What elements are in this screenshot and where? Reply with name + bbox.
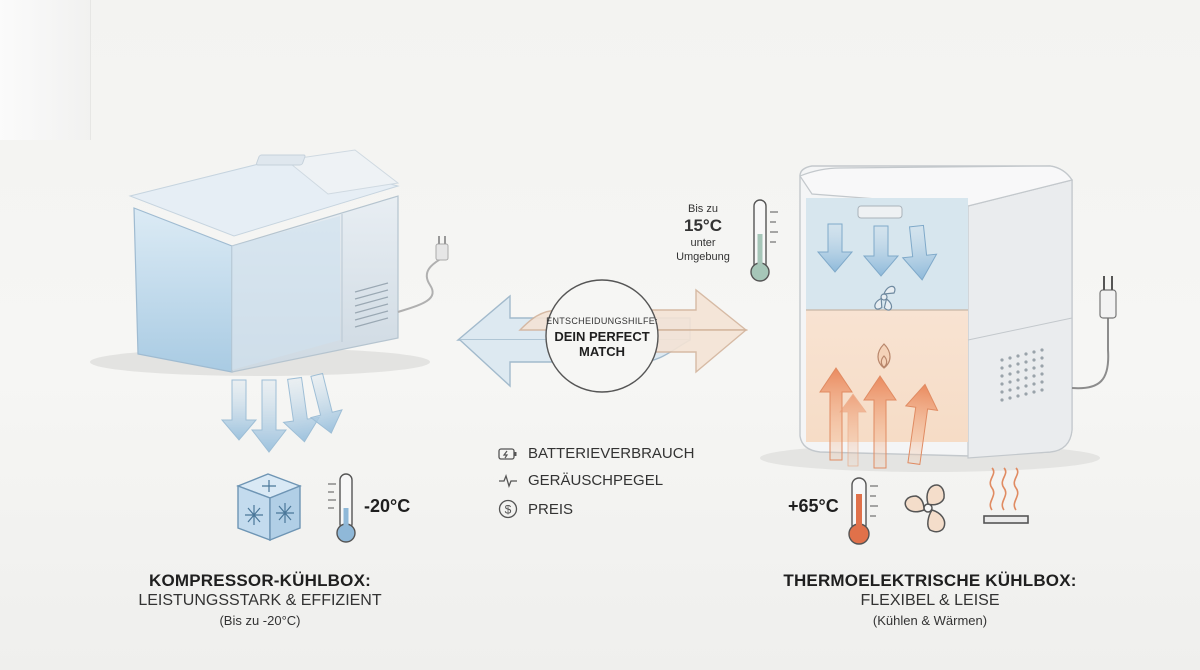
compressor-coolbox: [128, 149, 449, 373]
window-light: [0, 0, 91, 140]
warm-up-arrows: [819, 367, 939, 469]
left-temperature: -20°C: [364, 496, 411, 516]
center-label-small: ENTSCHEIDUNGSHILFE:: [546, 316, 658, 326]
right-note: (Kühlen & Wärmen): [872, 613, 988, 628]
cooling-capacity-note: Bis zu 15°C unter Umgebung: [668, 202, 738, 264]
legend-item-price: $ PREIS: [498, 499, 573, 519]
legend-label-price: PREIS: [528, 500, 574, 518]
left-subtitle: LEISTUNGSSTARK & EFFIZIENT: [138, 592, 382, 609]
sound-wave-icon: [499, 473, 517, 488]
legend-label-noise: GERÄUSCHPEGEL: [528, 472, 664, 489]
fan-icon: [874, 285, 896, 311]
legend-item-noise: GERÄUSCHPEGEL: [498, 472, 663, 489]
left-title: KOMPRESSOR-KÜHLBOX:: [149, 571, 371, 590]
center-label-big: DEIN PERFECT MATCH: [554, 329, 650, 359]
legend-label-battery: BATTERIEVERBRAUCH: [528, 445, 695, 462]
cooling-prefix: Bis zu: [688, 203, 718, 215]
legend-item-battery: BATTERIEVERBRAUCH: [498, 445, 694, 462]
ice-cube-icon: [236, 473, 302, 542]
right-temperature: +65°C: [788, 496, 839, 516]
thermoelectric-coolbox: [799, 165, 1117, 459]
thermometer-hot-icon: [848, 477, 878, 545]
thermometer-cold-icon: [328, 473, 356, 543]
center-circle: [545, 279, 659, 393]
battery-icon: [498, 447, 517, 460]
left-note: (Bis zu -20°C): [219, 613, 301, 628]
right-subtitle: FLEXIBEL & LEISE: [860, 592, 1000, 609]
cold-air-arrows: [220, 372, 343, 453]
cool-down-arrows: [816, 223, 938, 281]
svg-text:$: $: [505, 503, 512, 517]
plug-icon: [1099, 276, 1117, 319]
cooling-suffix-2: Umgebung: [676, 251, 730, 263]
thermometer-cool-icon: [750, 199, 778, 282]
center-label: ENTSCHEIDUNGSHILFE: DEIN PERFECT MATCH: [540, 316, 664, 359]
dollar-icon: $: [498, 499, 518, 519]
heat-waves-icon: [983, 467, 1029, 524]
right-title: THERMOELEKTRISCHE KÜHLBOX:: [783, 571, 1077, 590]
plug-icon: [435, 243, 449, 261]
fan-large-icon: [904, 484, 946, 533]
cooling-suffix-1: unter: [690, 237, 716, 249]
flame-icon: [877, 343, 891, 369]
cooling-value: 15°C: [684, 216, 722, 235]
